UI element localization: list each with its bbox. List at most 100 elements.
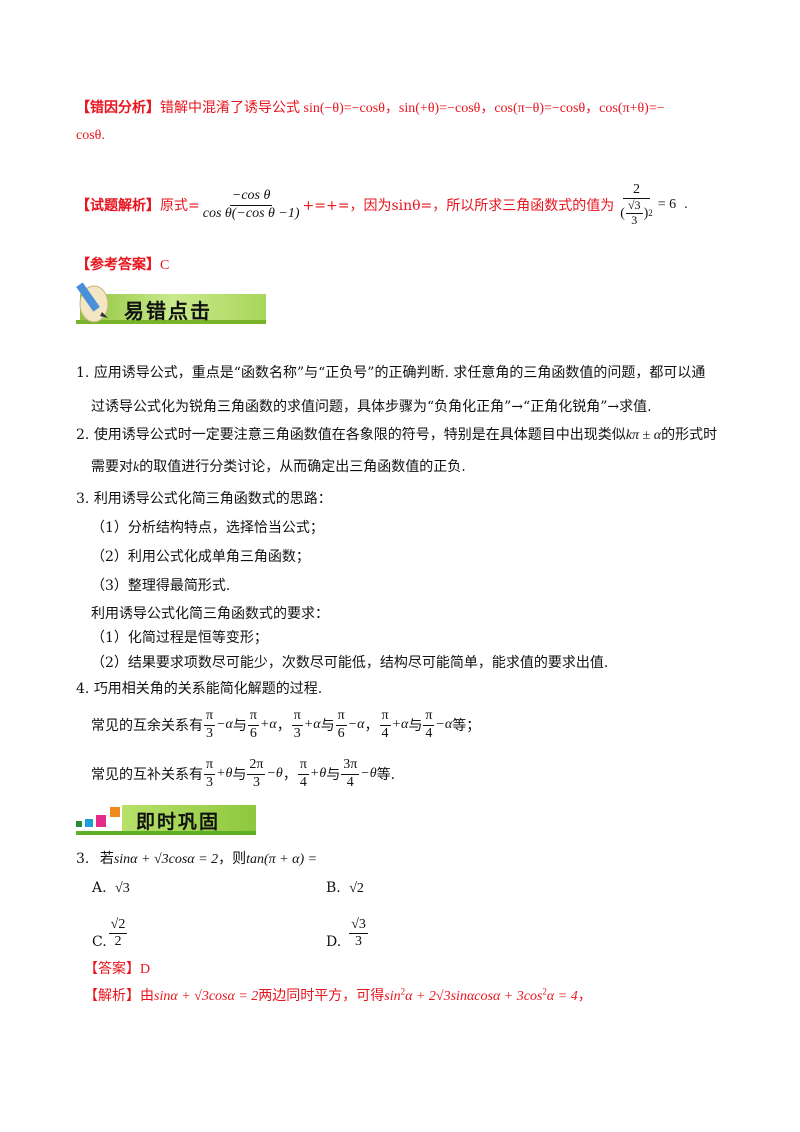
point-3-sub1: （1）分析结构特点，选择恰当公式；: [91, 520, 324, 536]
sqrt3: √3: [625, 198, 643, 215]
point-2-math: kπ ± α: [625, 428, 662, 443]
frac-den: 3: [355, 933, 363, 949]
answer-value: D: [140, 962, 151, 977]
banner-consolidation: 即时巩固: [76, 803, 256, 839]
point-2-num: 2.: [76, 427, 90, 443]
frac-num: π: [204, 757, 216, 775]
comp-1-b-tail: +α: [259, 717, 277, 732]
supp-1-a-tail: +θ: [216, 766, 233, 781]
frac-num: π: [379, 708, 391, 726]
option-a[interactable]: A. √3: [92, 880, 130, 897]
frac-den: 4: [346, 774, 354, 790]
comp-3-a-tail: +α: [391, 717, 409, 732]
reference-answer-tag: 【参考答案】: [76, 257, 160, 273]
point-3-sub3: （3）整理得最简形式.: [91, 578, 231, 594]
solution-result-den: ( √3 3 ) 2: [618, 198, 654, 228]
comp-3-join: 与: [408, 718, 423, 734]
frac-num: π: [204, 708, 216, 726]
frac-den: 6: [249, 725, 257, 741]
frac-num: π: [297, 757, 309, 775]
analysis-condition: sinα + √3cosα = 2: [154, 989, 259, 1004]
supp-2-sep: 等.: [376, 767, 396, 783]
analysis-mid: 两边同时平方，可得: [258, 988, 385, 1004]
sqrt3-over-3: √3 3: [625, 198, 643, 228]
banner-error-prone-text: 易错点击: [124, 299, 212, 323]
comp-2-a-tail: +α: [303, 717, 321, 732]
option-b[interactable]: B. √2: [326, 880, 364, 897]
point-3-sub2: （2）利用公式化成单角三角函数；: [91, 549, 310, 565]
point-3-num: 3.: [76, 491, 90, 507]
supp-2-a-tail: +θ: [309, 766, 327, 781]
reference-answer: 【参考答案】C: [76, 254, 169, 274]
analysis-end: ，: [577, 988, 592, 1004]
supp-1-join: 与: [232, 767, 247, 783]
frac-den: 4: [381, 725, 389, 741]
frac-num: √3: [349, 917, 368, 934]
banner-error-prone: 易错点击: [76, 280, 266, 328]
question-condition: sinα + √3cosα = 2: [113, 852, 219, 867]
point-4-num: 4.: [76, 681, 90, 697]
supp-1-sep: ，: [282, 767, 297, 783]
supp-1-b-tail: −θ: [266, 766, 283, 781]
comp-2-sep: ，: [364, 718, 379, 734]
comp-2-b-tail: −α: [347, 717, 365, 732]
solution-fraction: −cos θ cos θ(−cos θ −1): [201, 188, 302, 221]
exponent: 2: [648, 208, 653, 219]
banner-consolidation-text: 即时巩固: [136, 811, 221, 833]
frac-den: 4: [299, 774, 307, 790]
analysis-eq-b: α + 2√3sinαcosα + 3cos: [405, 989, 543, 1004]
frac-den: 2: [114, 933, 122, 949]
point-2-text1b: 的形式时: [661, 427, 718, 443]
question-analysis: 【解析】由sinα + √3cosα = 2两边同时平方，可得sin2α + 2…: [84, 985, 592, 1005]
point-2-text2b: 的取值进行分类讨论，从而确定出三角函数值的正负.: [139, 459, 466, 475]
point-2-line2: 需要对k的取值进行分类讨论，从而确定出三角函数值的正负.: [91, 456, 466, 476]
point-3-text: 利用诱导公式化简三角函数式的思路：: [93, 491, 332, 507]
frac-num: π: [335, 708, 347, 726]
frac-den: 4: [425, 725, 433, 741]
banner-bg: [76, 294, 266, 324]
point-1-line1: 1. 应用诱导公式，重点是“函数名称”与“正负号”的正确判断. 求任意角的三角函…: [76, 362, 705, 382]
solution-end: .: [684, 197, 688, 212]
option-d-label: D.: [326, 934, 342, 950]
frac-num: π: [247, 708, 259, 726]
comp-1-sep: ，: [276, 718, 291, 734]
complementary-label: 常见的互余关系有: [91, 718, 203, 734]
comp-2-join: 与: [320, 718, 335, 734]
point-3-line1: 3. 利用诱导公式化简三角函数式的思路：: [76, 488, 332, 508]
frac-num: 3π: [341, 757, 360, 775]
supp-2-b-tail: −θ: [360, 766, 377, 781]
comp-3-b-tail: −α: [435, 717, 453, 732]
point-1-text1: 应用诱导公式，重点是“函数名称”与“正负号”的正确判断. 求任意角的三角函数值的…: [93, 365, 706, 381]
comp-3-sep: 等；: [452, 718, 481, 734]
point-2-line1: 2. 使用诱导公式时一定要注意三角函数值在各象限的符号，特别是在具体题目中出现类…: [76, 424, 717, 444]
solution-tag: 【试题解析】: [76, 198, 160, 214]
supplementary-label: 常见的互补关系有: [91, 767, 203, 783]
analysis-pre: 由: [140, 988, 154, 1004]
question-num: 3.: [76, 851, 90, 867]
option-a-label: A.: [92, 880, 107, 896]
frac-den: 3: [293, 725, 301, 741]
frac-num: π: [423, 708, 435, 726]
solution-line: 【试题解析】 原式= −cos θ cos θ(−cos θ −1) +=+=，…: [76, 175, 688, 235]
three: 3: [631, 213, 638, 228]
point-3-req1: （1）化简过程是恒等变形；: [91, 630, 268, 646]
frac-den: 6: [337, 725, 345, 741]
answer-tag: 【答案】: [84, 961, 140, 977]
frac-num: π: [291, 708, 303, 726]
error-analysis-line1: 【错因分析】错解中混淆了诱导公式 sin(−θ)=−cosθ，sin(+θ)=−…: [76, 97, 665, 117]
point-4-text: 巧用相关角的关系能简化解题的过程.: [93, 681, 323, 697]
reference-answer-value: C: [160, 258, 170, 273]
